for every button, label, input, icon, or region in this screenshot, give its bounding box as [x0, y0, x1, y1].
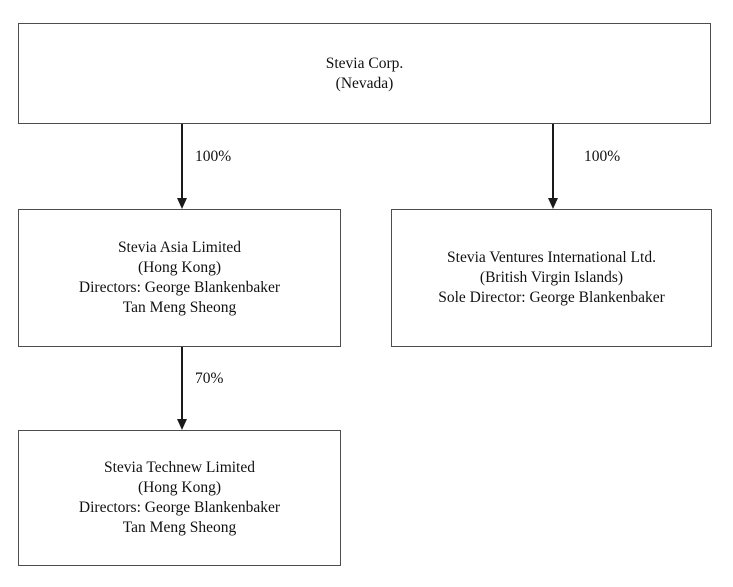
org-node-stevia-corp[interactable]: Stevia Corp. (Nevada) — [18, 23, 711, 124]
connector-line — [552, 124, 554, 199]
edge-label-asia-to-technew: 70% — [195, 370, 224, 387]
org-node-director-secondary: Tan Meng Sheong — [122, 519, 237, 536]
arrowhead-down-icon — [176, 419, 187, 430]
arrowhead-down-icon — [547, 198, 558, 209]
org-node-name: Stevia Ventures International Ltd. — [447, 249, 656, 266]
connector-line — [181, 124, 183, 199]
arrowhead-down-icon — [176, 198, 187, 209]
org-node-directors: Directors: George Blankenbaker — [78, 499, 281, 516]
org-node-name: Stevia Asia Limited — [117, 239, 242, 256]
org-node-jurisdiction: (Hong Kong) — [137, 259, 222, 276]
org-node-jurisdiction: (Hong Kong) — [137, 479, 222, 496]
org-node-name: Stevia Corp. — [325, 54, 404, 72]
org-node-stevia-ventures-international[interactable]: Stevia Ventures International Ltd. (Brit… — [391, 209, 712, 347]
connector-line — [181, 347, 183, 420]
edge-label-parent-to-asia: 100% — [195, 148, 232, 165]
org-node-name: Stevia Technew Limited — [103, 459, 255, 476]
org-node-directors: Directors: George Blankenbaker — [78, 279, 281, 296]
edge-label-parent-to-ventures: 100% — [584, 148, 621, 165]
org-node-directors: Sole Director: George Blankenbaker — [438, 289, 665, 306]
org-node-director-secondary: Tan Meng Sheong — [122, 299, 237, 316]
org-node-jurisdiction: (Nevada) — [335, 74, 394, 92]
org-node-jurisdiction: (British Virgin Islands) — [479, 269, 624, 286]
org-node-stevia-technew-limited[interactable]: Stevia Technew Limited (Hong Kong) Direc… — [18, 430, 341, 566]
org-node-stevia-asia-limited[interactable]: Stevia Asia Limited (Hong Kong) Director… — [18, 209, 341, 347]
